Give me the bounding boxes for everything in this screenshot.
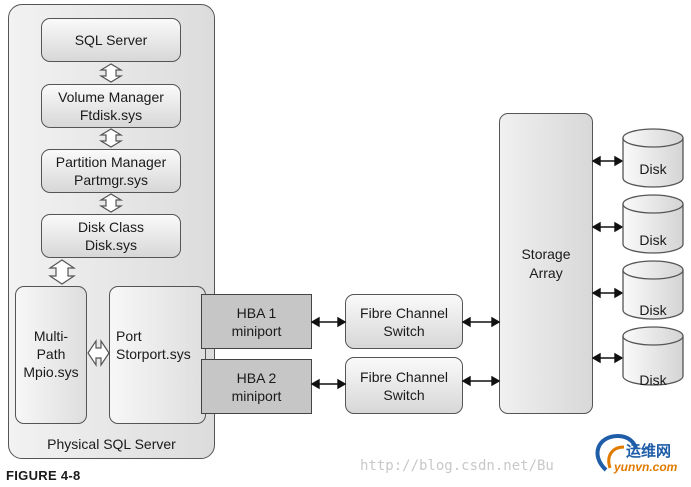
partition-manager-driver: Partmgr.sys [74,172,148,188]
double-arrow-partition-disk [98,193,124,213]
hba-2-subtitle: miniport [231,387,282,404]
partition-manager-layer: Partition Manager Partmgr.sys [41,149,181,193]
disk-label-1: Disk [639,161,667,177]
volume-manager-label: Volume Manager [58,89,164,105]
mpio-box: Multi- Path Mpio.sys [15,286,87,424]
sql-server-layer: SQL Server [41,18,181,62]
mpio-line-3: Mpio.sys [23,364,79,380]
logo-subtext: yunvn.com [614,460,678,474]
disk-cylinder-4 [622,326,684,386]
switch-2-title: Fibre Channel [360,368,448,385]
storport-driver: Storport.sys [116,346,191,362]
disk-class-label: Disk Class [77,219,145,235]
double-arrow-sql-volume [98,63,124,83]
disk-label-3: Disk [639,302,667,318]
storage-array-line-1: Storage [521,245,571,262]
watermark-url: http://blog.csdn.net/Bu [360,458,554,474]
disk-label-2: Disk [639,232,667,248]
switch-1-subtitle: Switch [383,322,425,339]
partition-manager-label: Partition Manager [55,154,167,170]
switch-2-subtitle: Switch [383,386,425,403]
volume-manager-layer: Volume Manager Ftdisk.sys [41,84,181,128]
hba-1-subtitle: miniport [231,322,282,339]
double-arrow-disk-mpio [48,259,76,285]
storport-box: Port Storport.sys [109,286,206,424]
hba-2: HBA 2 miniport [201,359,312,414]
switch-1-title: Fibre Channel [360,304,448,321]
sql-server-label: SQL Server [74,32,148,48]
disk-cylinder-1 [622,128,684,188]
hba-2-title: HBA 2 [236,369,277,386]
physical-sql-server-label: Physical SQL Server [47,436,176,452]
hba-1: HBA 1 miniport [201,294,312,349]
double-arrow-mpio-port [87,339,110,367]
hba-1-title: HBA 1 [236,304,277,321]
logo-text: 运维网 [626,443,672,460]
disk-label-4: Disk [639,372,667,388]
port-label: Port [116,328,142,344]
volume-manager-driver: Ftdisk.sys [79,107,143,123]
mpio-line-2: Path [36,346,66,362]
disk-cylinder-2 [622,194,684,254]
yunvn-logo-icon [595,433,638,472]
fibre-channel-switch-1: Fibre Channel Switch [345,294,463,349]
double-arrow-volume-partition [98,128,124,148]
disk-class-layer: Disk Class Disk.sys [41,214,181,258]
storage-array-line-2: Array [529,264,563,281]
storage-array: Storage Array [499,113,593,414]
figure-caption: FIGURE 4-8 [6,468,81,483]
mpio-line-1: Multi- [33,328,69,344]
fibre-channel-switch-2: Fibre Channel Switch [345,357,463,414]
disk-class-driver: Disk.sys [84,237,138,253]
disk-cylinder-3 [622,260,684,320]
